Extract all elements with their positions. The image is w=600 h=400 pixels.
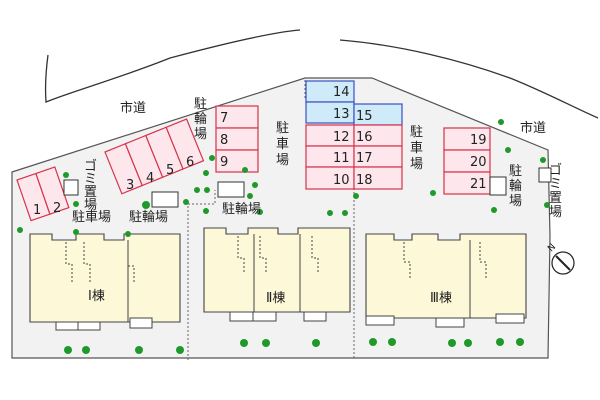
bike-parking-label-1: 駐輪場 xyxy=(129,209,168,225)
tree xyxy=(203,208,209,214)
tree xyxy=(73,201,79,207)
building-1-label: Ⅰ棟 xyxy=(88,289,105,304)
tree xyxy=(135,346,143,354)
trees xyxy=(17,119,550,354)
tree xyxy=(430,190,436,196)
tree xyxy=(464,339,472,347)
tree xyxy=(353,193,359,199)
tree xyxy=(388,338,396,346)
parking-slot-10-label: 10 xyxy=(333,173,350,188)
tree xyxy=(17,227,23,233)
parking-slot-20-label: 20 xyxy=(470,155,487,170)
tree xyxy=(82,346,90,354)
parking-slot-21-label: 21 xyxy=(470,177,487,192)
tree xyxy=(125,231,131,237)
road-edge-left xyxy=(44,29,301,103)
tree xyxy=(257,209,263,215)
bike-shed-2 xyxy=(217,181,245,198)
parking-slot-9-label: 9 xyxy=(220,155,228,170)
parking-slot-6[interactable] xyxy=(165,118,205,170)
parking-slot-8-label: 8 xyxy=(220,133,228,148)
parking-slot-18[interactable] xyxy=(353,166,403,190)
parking-slot-18-label: 18 xyxy=(356,173,373,188)
parking-slot-7-label: 7 xyxy=(220,111,228,126)
parking-group-d: 14 13 12 11 10 xyxy=(305,80,355,190)
tree xyxy=(194,187,200,193)
tree xyxy=(242,167,248,173)
bike-shed-3 xyxy=(489,176,507,196)
tree xyxy=(369,338,377,346)
tree xyxy=(262,339,270,347)
building-1 xyxy=(29,233,181,331)
bike-parking-label-4: 駐輪場 xyxy=(509,164,522,209)
road-edge-right xyxy=(339,39,599,119)
road-label-right: 市道 xyxy=(520,120,546,136)
parking-slot-2[interactable] xyxy=(35,166,70,215)
parking-slot-6-label: 6 xyxy=(186,155,194,170)
parking-slot-13-label: 13 xyxy=(333,107,350,122)
parking-slot-9[interactable] xyxy=(215,149,259,173)
building-2 xyxy=(203,227,351,322)
tree xyxy=(176,346,184,354)
bike-parking-label-2: 駐輪場 xyxy=(222,201,261,217)
building-3-label: Ⅲ棟 xyxy=(430,291,452,306)
tree xyxy=(203,170,209,176)
small-structures xyxy=(63,167,552,208)
tree xyxy=(448,339,456,347)
tree xyxy=(64,346,72,354)
tree xyxy=(496,338,504,346)
tree xyxy=(516,338,524,346)
tree xyxy=(247,193,253,199)
tree xyxy=(252,182,258,188)
parking-group-a: 1 2 xyxy=(16,166,70,222)
parking-group-f: 19 20 21 xyxy=(443,127,491,195)
parking-group-e: 15 16 17 18 xyxy=(353,103,403,190)
parking-slot-4-label: 4 xyxy=(146,171,154,186)
tree xyxy=(498,119,504,125)
bike-parking-label-3: 駐輪場 xyxy=(194,97,207,142)
parking-label-1: 駐車場 xyxy=(72,210,111,225)
parking-group-b: 3 4 5 6 xyxy=(104,118,205,195)
compass-icon: N xyxy=(546,242,575,275)
tree xyxy=(342,210,348,216)
building-3 xyxy=(365,233,527,328)
parking-slot-5-label: 5 xyxy=(166,163,174,178)
parking-group-c: 7 8 9 xyxy=(215,105,259,173)
parking-slot-1-label: 1 xyxy=(33,203,41,218)
tree xyxy=(183,199,189,205)
tree xyxy=(505,147,511,153)
tree xyxy=(312,339,320,347)
garbage-area-label-1: ゴミ置場 xyxy=(84,158,97,213)
tree xyxy=(142,201,150,209)
tree xyxy=(73,229,79,235)
tree xyxy=(63,172,69,178)
road-label-left: 市道 xyxy=(120,100,146,116)
building-2-label: Ⅱ棟 xyxy=(266,291,285,306)
parking-slot-11-label: 11 xyxy=(333,151,350,166)
parking-slot-19-label: 19 xyxy=(470,133,487,148)
parking-slot-15-label: 15 xyxy=(356,109,373,124)
parking-label-3: 駐車場 xyxy=(410,125,423,172)
parking-slot-3-label: 3 xyxy=(126,178,134,193)
garbage-shed-1 xyxy=(63,179,79,196)
tree xyxy=(240,339,248,347)
tree xyxy=(209,155,215,161)
parking-slot-2-label: 2 xyxy=(53,201,61,216)
tree xyxy=(327,210,333,216)
bike-shed-1 xyxy=(151,191,179,208)
tree xyxy=(204,187,210,193)
garbage-area-label-2: ゴミ置場 xyxy=(549,162,562,220)
parking-slot-14-label: 14 xyxy=(333,85,350,100)
parking-slot-16-label: 16 xyxy=(356,130,373,145)
tree xyxy=(544,202,550,208)
tree xyxy=(491,207,497,213)
parking-label-2: 駐車場 xyxy=(276,121,289,168)
garbage-shed-2 xyxy=(538,167,552,183)
parking-slot-17-label: 17 xyxy=(356,151,373,166)
tree xyxy=(540,157,546,163)
parking-slot-12-label: 12 xyxy=(333,130,350,145)
compass-north-label: N xyxy=(546,242,558,254)
